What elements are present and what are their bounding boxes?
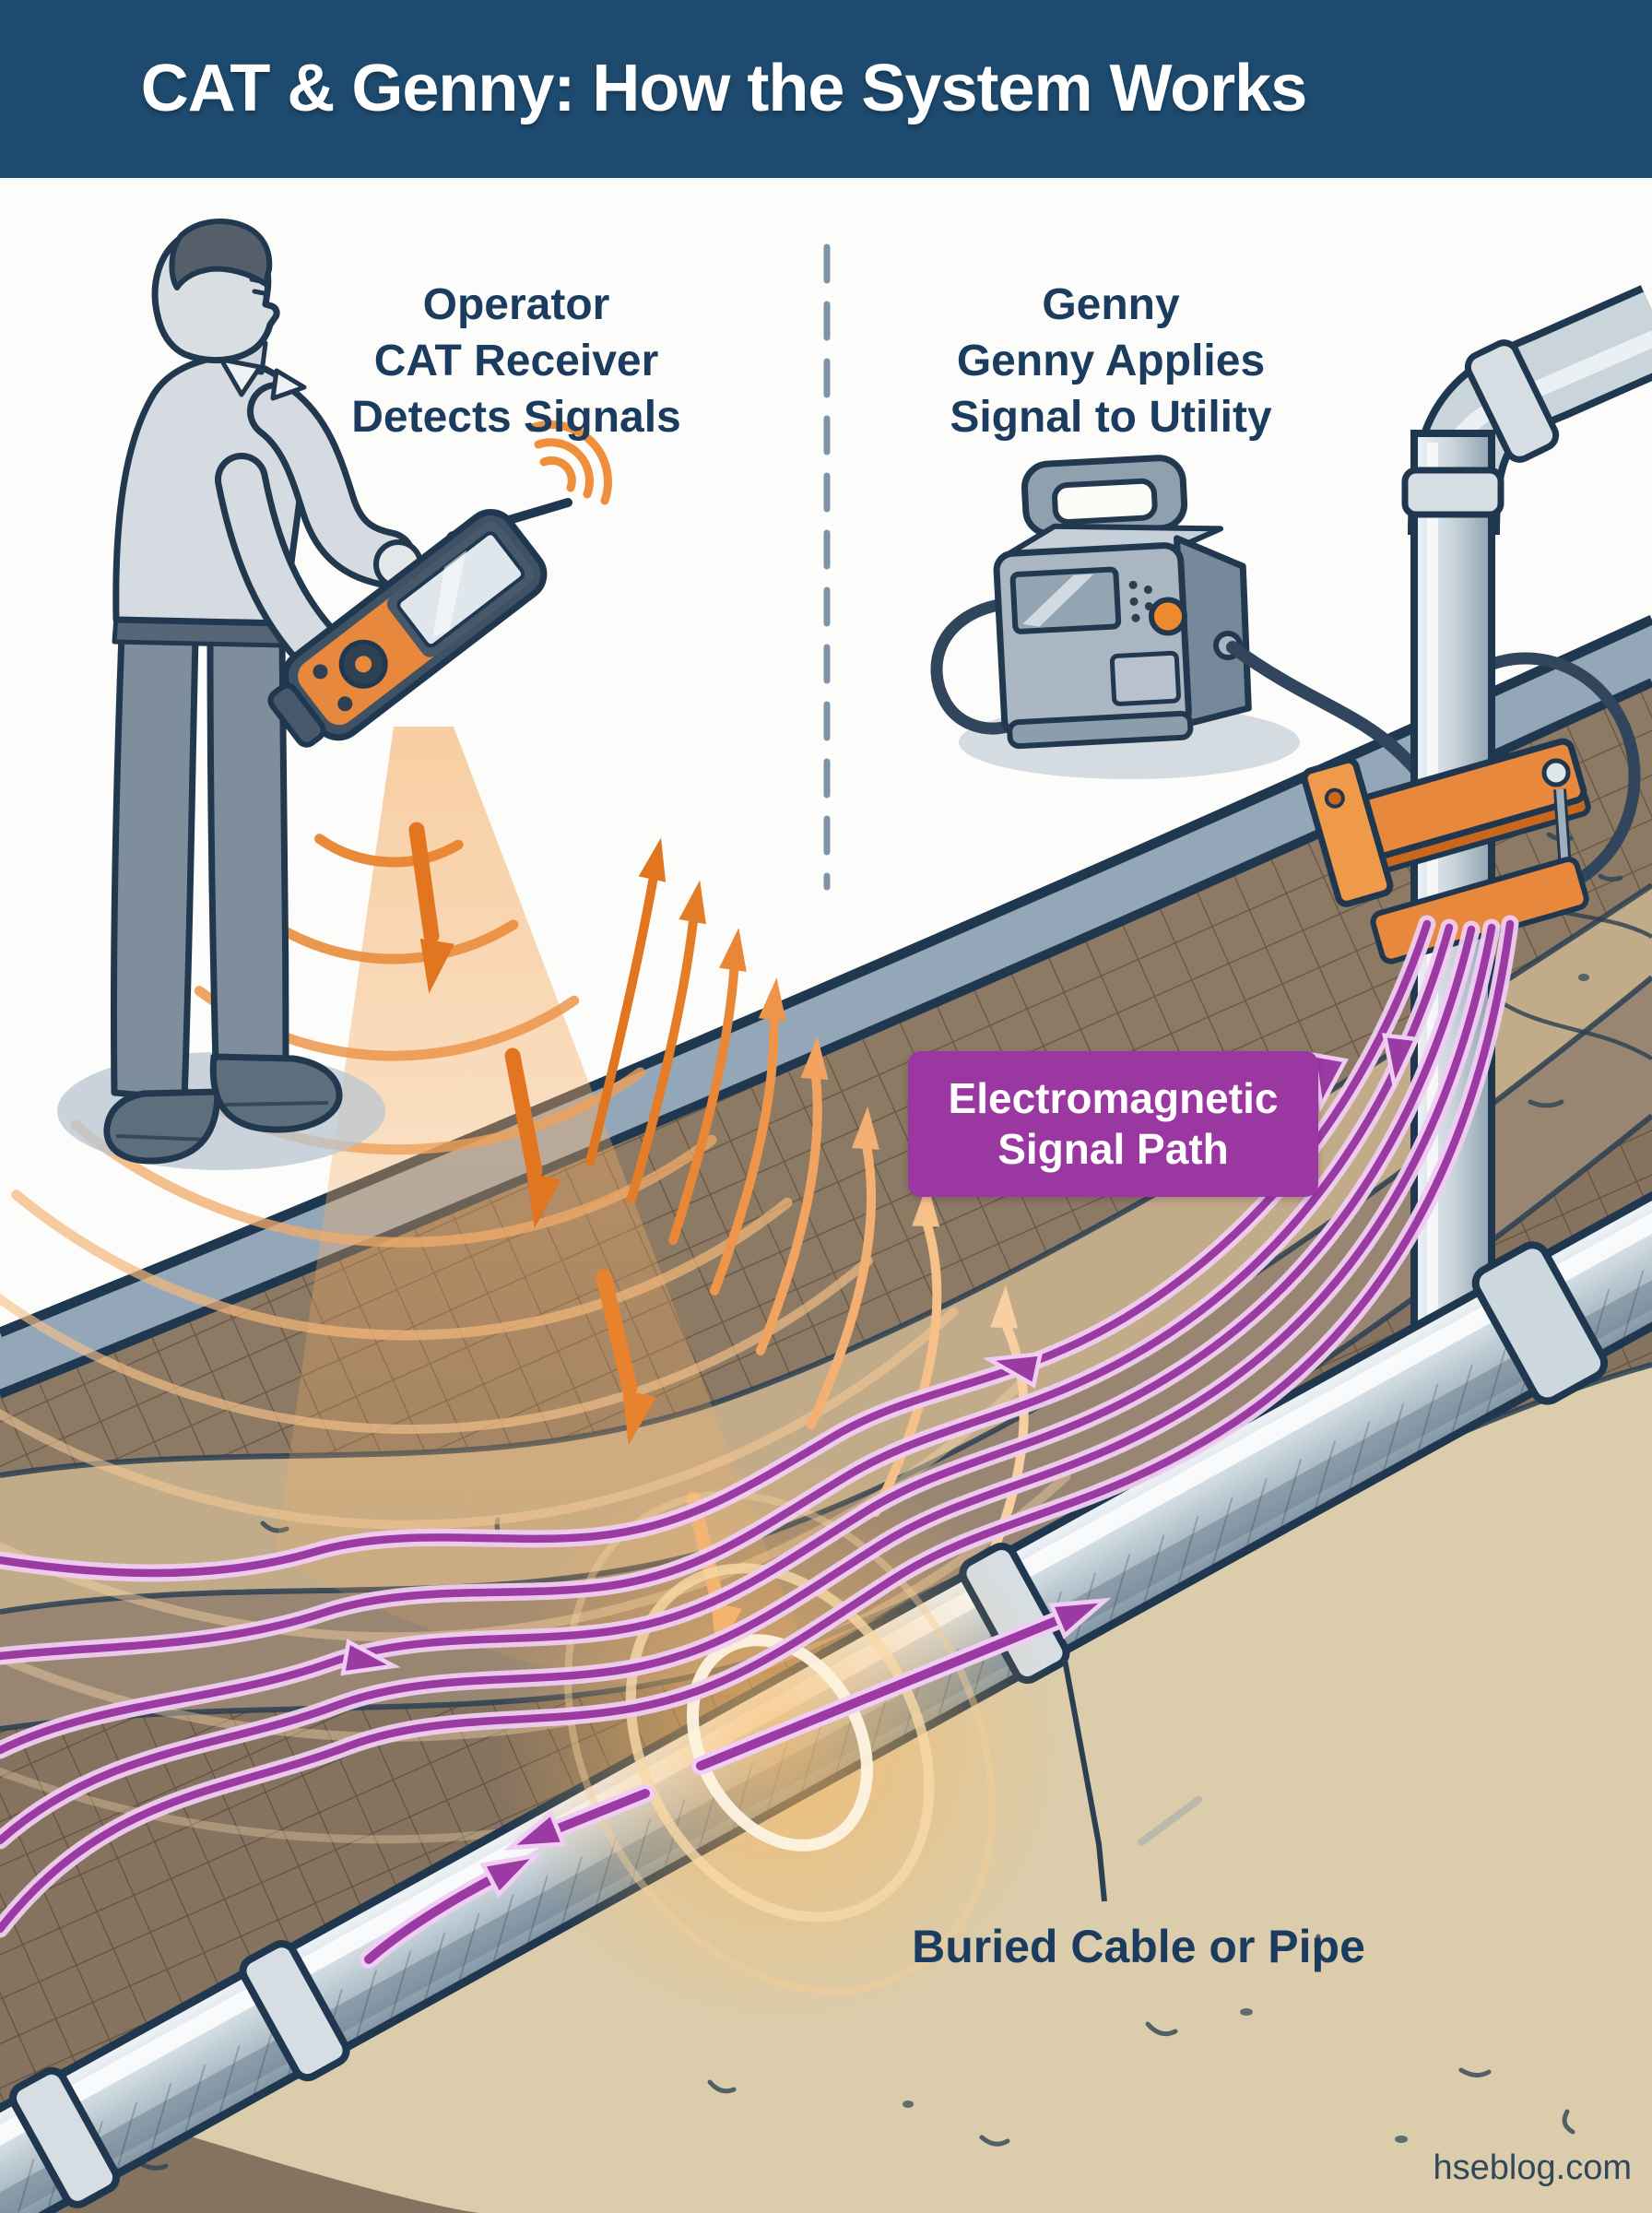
genny-left-cable — [930, 598, 1009, 735]
page-title: CAT & Genny: How the System Works — [140, 52, 1308, 125]
genny-device — [930, 455, 1252, 750]
pointer-shadow-slash — [1138, 1796, 1202, 1846]
title-bar: CAT & Genny: How the System Works — [0, 0, 1652, 178]
cat-receiver-device — [267, 420, 612, 748]
pipe-coupling — [1401, 467, 1504, 518]
pipe-coupling — [1464, 339, 1560, 463]
signal-waves-icon — [527, 420, 612, 505]
buried-label-pointer-line — [1062, 1659, 1107, 1902]
genny-label: Genny Genny Applies Signal to Utility — [950, 280, 1272, 442]
receiver-screen — [396, 531, 525, 648]
em-badge-text: Electromagnetic Signal Path — [948, 1074, 1279, 1173]
soil-dots — [903, 974, 1589, 2143]
genny-indicator-dots — [1128, 580, 1153, 622]
genny-power-button — [1148, 597, 1187, 636]
em-signal-path-badge: Electromagnetic Signal Path — [908, 1051, 1318, 1197]
operator-label: Operator CAT Receiver Detects Signals — [351, 280, 681, 442]
operator-hair — [169, 219, 273, 290]
buried-cable-label: Buried Cable or Pipe — [912, 1921, 1365, 1972]
pipe-current-arrows — [360, 1585, 1112, 1969]
clamp-bolt — [1541, 758, 1571, 787]
detection-cone — [275, 727, 820, 1696]
genny-label-plate — [1109, 650, 1181, 706]
tee-junction-collar — [1471, 1241, 1609, 1405]
watermark: hseblog.com — [1433, 2148, 1632, 2187]
em-field-lines — [0, 915, 1519, 1969]
